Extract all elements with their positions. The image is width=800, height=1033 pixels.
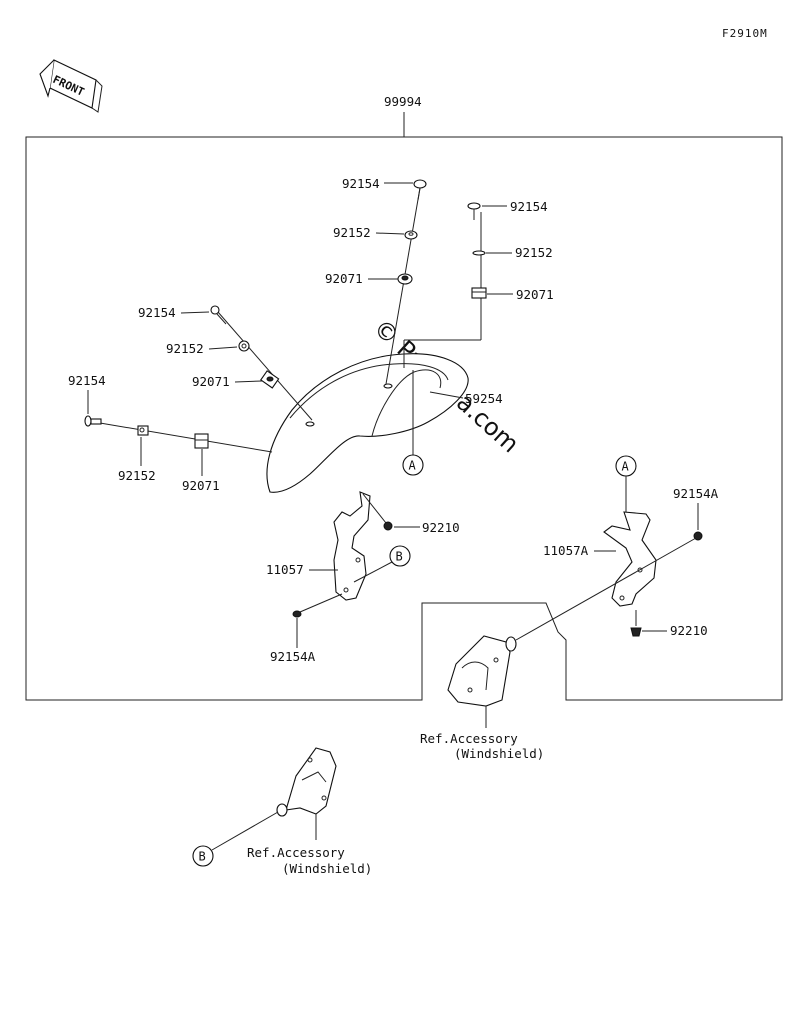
screw-92154-right — [467, 202, 481, 220]
label-92154-top: 92154 — [342, 176, 380, 191]
figure-code: F2910M — [722, 27, 768, 40]
label-92071-right: 92071 — [516, 287, 554, 302]
label-92152-midleft: 92152 — [166, 341, 204, 356]
svg-text:A: A — [409, 459, 417, 473]
label-11057: 11057 — [266, 562, 304, 577]
screw-92154A-left — [292, 610, 302, 618]
nut-92210-left — [383, 521, 393, 531]
callout-b-left: B — [389, 545, 411, 567]
label-11057A: 11057A — [543, 543, 589, 558]
windshield-mount-upper — [447, 635, 517, 707]
windshield — [266, 353, 469, 493]
screw-92154-farleft — [84, 415, 102, 427]
label-92154-right: 92154 — [510, 199, 548, 214]
screw-92154-midleft — [210, 305, 227, 325]
svg-text:B: B — [199, 850, 206, 864]
washer-92152-midleft — [238, 340, 250, 352]
washer-92152-right — [472, 250, 486, 256]
callout-a-right: A — [615, 455, 637, 477]
svg-text:A: A — [622, 460, 630, 474]
label-92154-midleft: 92154 — [138, 305, 176, 320]
label-92154-farleft: 92154 — [68, 373, 106, 388]
label-92152-right: 92152 — [515, 245, 553, 260]
ref2-line1: Ref.Accessory — [247, 845, 345, 860]
assembly-number: 99994 — [384, 94, 422, 109]
screw-92154-top — [413, 179, 427, 201]
bracket-11057 — [333, 491, 371, 601]
ref1-line1: Ref.Accessory — [420, 731, 518, 746]
ref2-line2: (Windshield) — [282, 861, 372, 876]
label-92071-midleft: 92071 — [192, 374, 230, 389]
svg-text:B: B — [396, 550, 403, 564]
screw-92154A-right — [693, 531, 703, 541]
assembly-frame — [25, 136, 783, 701]
label-92154A-left: 92154A — [270, 649, 316, 664]
label-92152-farleft: 92152 — [118, 468, 156, 483]
label-92071-top: 92071 — [325, 271, 363, 286]
grommet-92071-midleft — [260, 370, 280, 389]
ref1-line2: (Windshield) — [454, 746, 544, 761]
nut-92210-right — [630, 627, 642, 637]
washer-92152-farleft — [137, 425, 149, 436]
callout-a-left: A — [402, 454, 424, 476]
grommet-92071-top — [397, 273, 413, 285]
front-arrow-icon: FRONT — [39, 59, 103, 113]
callout-b-bottom: B — [192, 845, 214, 867]
washer-92152-top — [404, 230, 418, 240]
label-92071-farleft: 92071 — [182, 478, 220, 493]
bracket-11057A — [603, 511, 657, 607]
grommet-92071-farleft — [194, 433, 209, 449]
grommet-92071-right — [471, 287, 487, 299]
label-92210-left: 92210 — [422, 520, 460, 535]
label-92210-right: 92210 — [670, 623, 708, 638]
label-92152-top: 92152 — [333, 225, 371, 240]
label-59254: 59254 — [465, 391, 503, 406]
windshield-mount-lower — [276, 747, 337, 817]
label-92154A-right: 92154A — [673, 486, 719, 501]
